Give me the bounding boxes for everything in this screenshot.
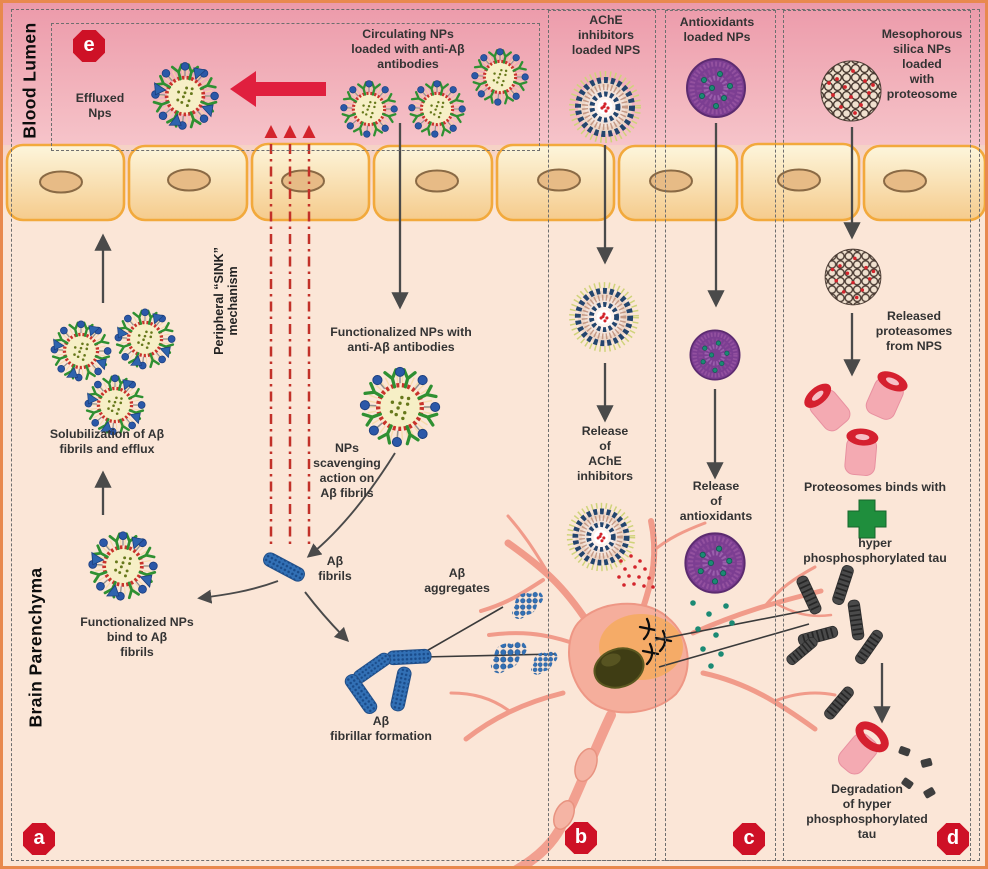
badge-c: c: [733, 823, 765, 855]
plus-icon: [847, 499, 887, 539]
ache-release-label: Release of AChE inhibitors: [576, 424, 633, 483]
ache-nps: [570, 74, 655, 589]
ab-fibrils-label: Aβ fibrils: [318, 554, 352, 583]
mesoporous-loaded-label: Mesophorous silica NPs loaded with prote…: [881, 27, 963, 101]
tau-tangle-cluster: [784, 563, 886, 668]
flow-arrows: [94, 123, 891, 724]
solubilized-np-cluster: [51, 309, 175, 435]
efflux-arrow: [230, 71, 326, 107]
ab-aggregates-label: Aβ aggregates: [424, 566, 490, 595]
tau-fragments: [898, 746, 936, 799]
solubilization-label: Solubilization of Aβ fibrils and efflux: [49, 427, 165, 456]
released-proteasomes-label: Released proteasomes from NPS: [875, 309, 953, 353]
brain-parenchyma-band: [3, 145, 985, 866]
proteasomes: [799, 366, 912, 477]
antioxidant-release-dots: [690, 600, 735, 669]
tau-degradation: [821, 684, 936, 799]
ab-fibril: [260, 550, 308, 584]
badge-e: e: [73, 30, 105, 62]
hyper-tau-label: hyper phosphosphorylated tau: [803, 536, 947, 565]
effluxed-np: [151, 63, 218, 130]
effluxed-nps-label: Effluxed Nps: [75, 91, 125, 120]
neurofibrillary-tangles-icon: [638, 617, 673, 666]
ab-fibrillar-label: Aβ fibrillar formation: [330, 714, 432, 743]
ache-loaded-label: AChE inhibitors loaded NPS: [571, 13, 641, 57]
functionalized-np: [360, 367, 440, 447]
badge-b: b: [565, 822, 597, 854]
bbb-endothelial-cells: [5, 142, 985, 222]
antioxidants-loaded-label: Antioxidants loaded NPs: [679, 15, 755, 44]
brain-parenchyma-label: Brain Parenchyma: [25, 567, 46, 728]
circulating-nps-label: Circulating NPs loaded with anti-Aβ anti…: [351, 27, 465, 71]
antioxidants-release-label: Release of antioxidants: [679, 479, 753, 523]
peripheral-sink-label: Peripheral “SINK” mechanism: [212, 247, 240, 355]
antioxidant-nps: [685, 59, 745, 669]
figure-artwork: [5, 3, 985, 866]
ab-fibrillar-formation: [342, 648, 432, 717]
cell-nuclei: [39, 168, 927, 194]
neuron: [449, 514, 837, 866]
functionalized-label: Functionalized NPs with anti-Aβ antibodi…: [330, 325, 472, 354]
badge-d: d: [937, 823, 969, 855]
bound-np: [89, 532, 158, 601]
degradation-label: Degradation of hyper phosphosphorylated …: [806, 782, 928, 841]
badge-a: a: [23, 823, 55, 855]
ache-inhibitor-release-dots: [617, 554, 655, 589]
proteasomes-bind-label: Proteosomes binds with: [803, 480, 947, 494]
bind-label: Functionalized NPs bind to Aβ fibrils: [80, 615, 194, 659]
scavenging-label: NPs scavenging action on Aβ fibrils: [313, 441, 381, 500]
blood-lumen-label: Blood Lumen: [19, 22, 40, 139]
